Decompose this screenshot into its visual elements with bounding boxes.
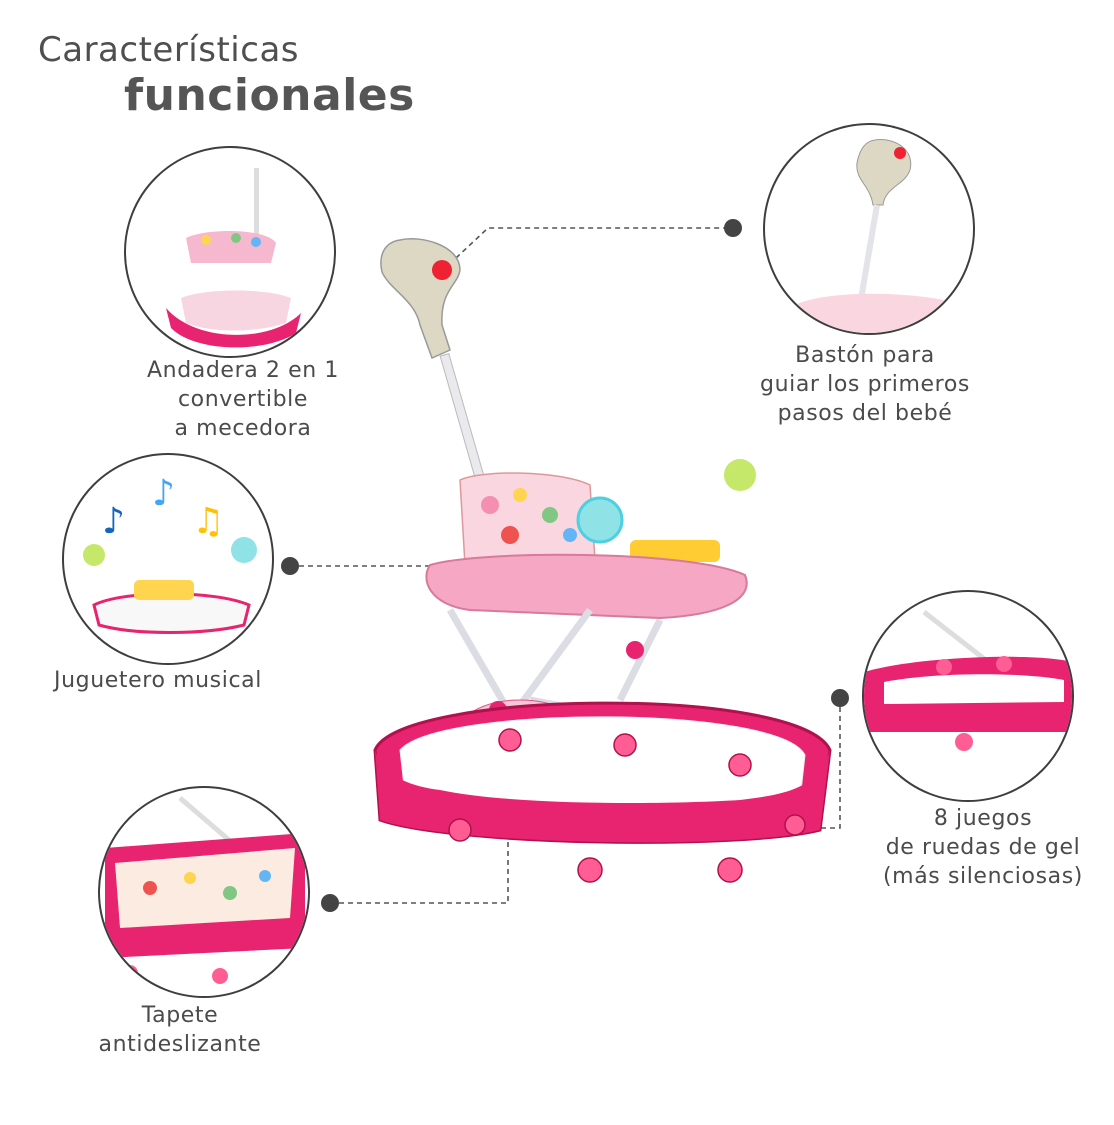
non-slip-mat-circle <box>98 786 310 998</box>
caption-mat: Tapete antideslizante <box>80 1001 280 1059</box>
caption-line: de ruedas de gel <box>885 835 1081 860</box>
title-line-2: funcionales <box>124 70 415 121</box>
caption-line: antideslizante <box>98 1032 262 1057</box>
caption-line: Juguetero musical <box>54 668 262 693</box>
gel-wheels-circle <box>862 590 1074 802</box>
caption-line: Tapete <box>141 1003 219 1028</box>
title-line-1: Características <box>38 30 299 70</box>
rocker-walker-circle <box>124 146 336 358</box>
caption-line: convertible <box>177 387 309 412</box>
push-handle-image <box>795 139 965 333</box>
svg-text:♪: ♪ <box>102 501 125 542</box>
non-slip-mat-image <box>105 796 305 984</box>
musical-toy-image: ♪ ♪ ♫ <box>83 473 257 634</box>
musical-toy-circle: ♪ ♪ ♫ <box>62 453 274 665</box>
caption-line: 8 juegos <box>933 806 1033 831</box>
gel-wheels-image <box>864 610 1072 751</box>
caption-line: (más silenciosas) <box>883 864 1083 889</box>
caption-line: pasos del bebé <box>777 401 953 426</box>
caption-line: guiar los primeros <box>760 372 970 397</box>
caption-line: Andadera 2 en 1 <box>147 358 339 383</box>
caption-line: a mecedora <box>174 416 312 441</box>
svg-text:♫: ♫ <box>192 501 224 542</box>
caption-wheels: 8 juegos de ruedas de gel (más silencios… <box>858 804 1108 891</box>
svg-text:♪: ♪ <box>152 473 175 514</box>
caption-rocker: Andadera 2 en 1 convertible a mecedora <box>118 356 368 443</box>
caption-music: Juguetero musical <box>28 666 288 695</box>
push-handle-circle <box>763 123 975 335</box>
baby-walker-image <box>373 238 832 883</box>
caption-handle: Bastón para guiar los primeros pasos del… <box>735 341 995 428</box>
rocker-walker-image <box>166 168 301 348</box>
caption-line: Bastón para <box>795 343 935 368</box>
